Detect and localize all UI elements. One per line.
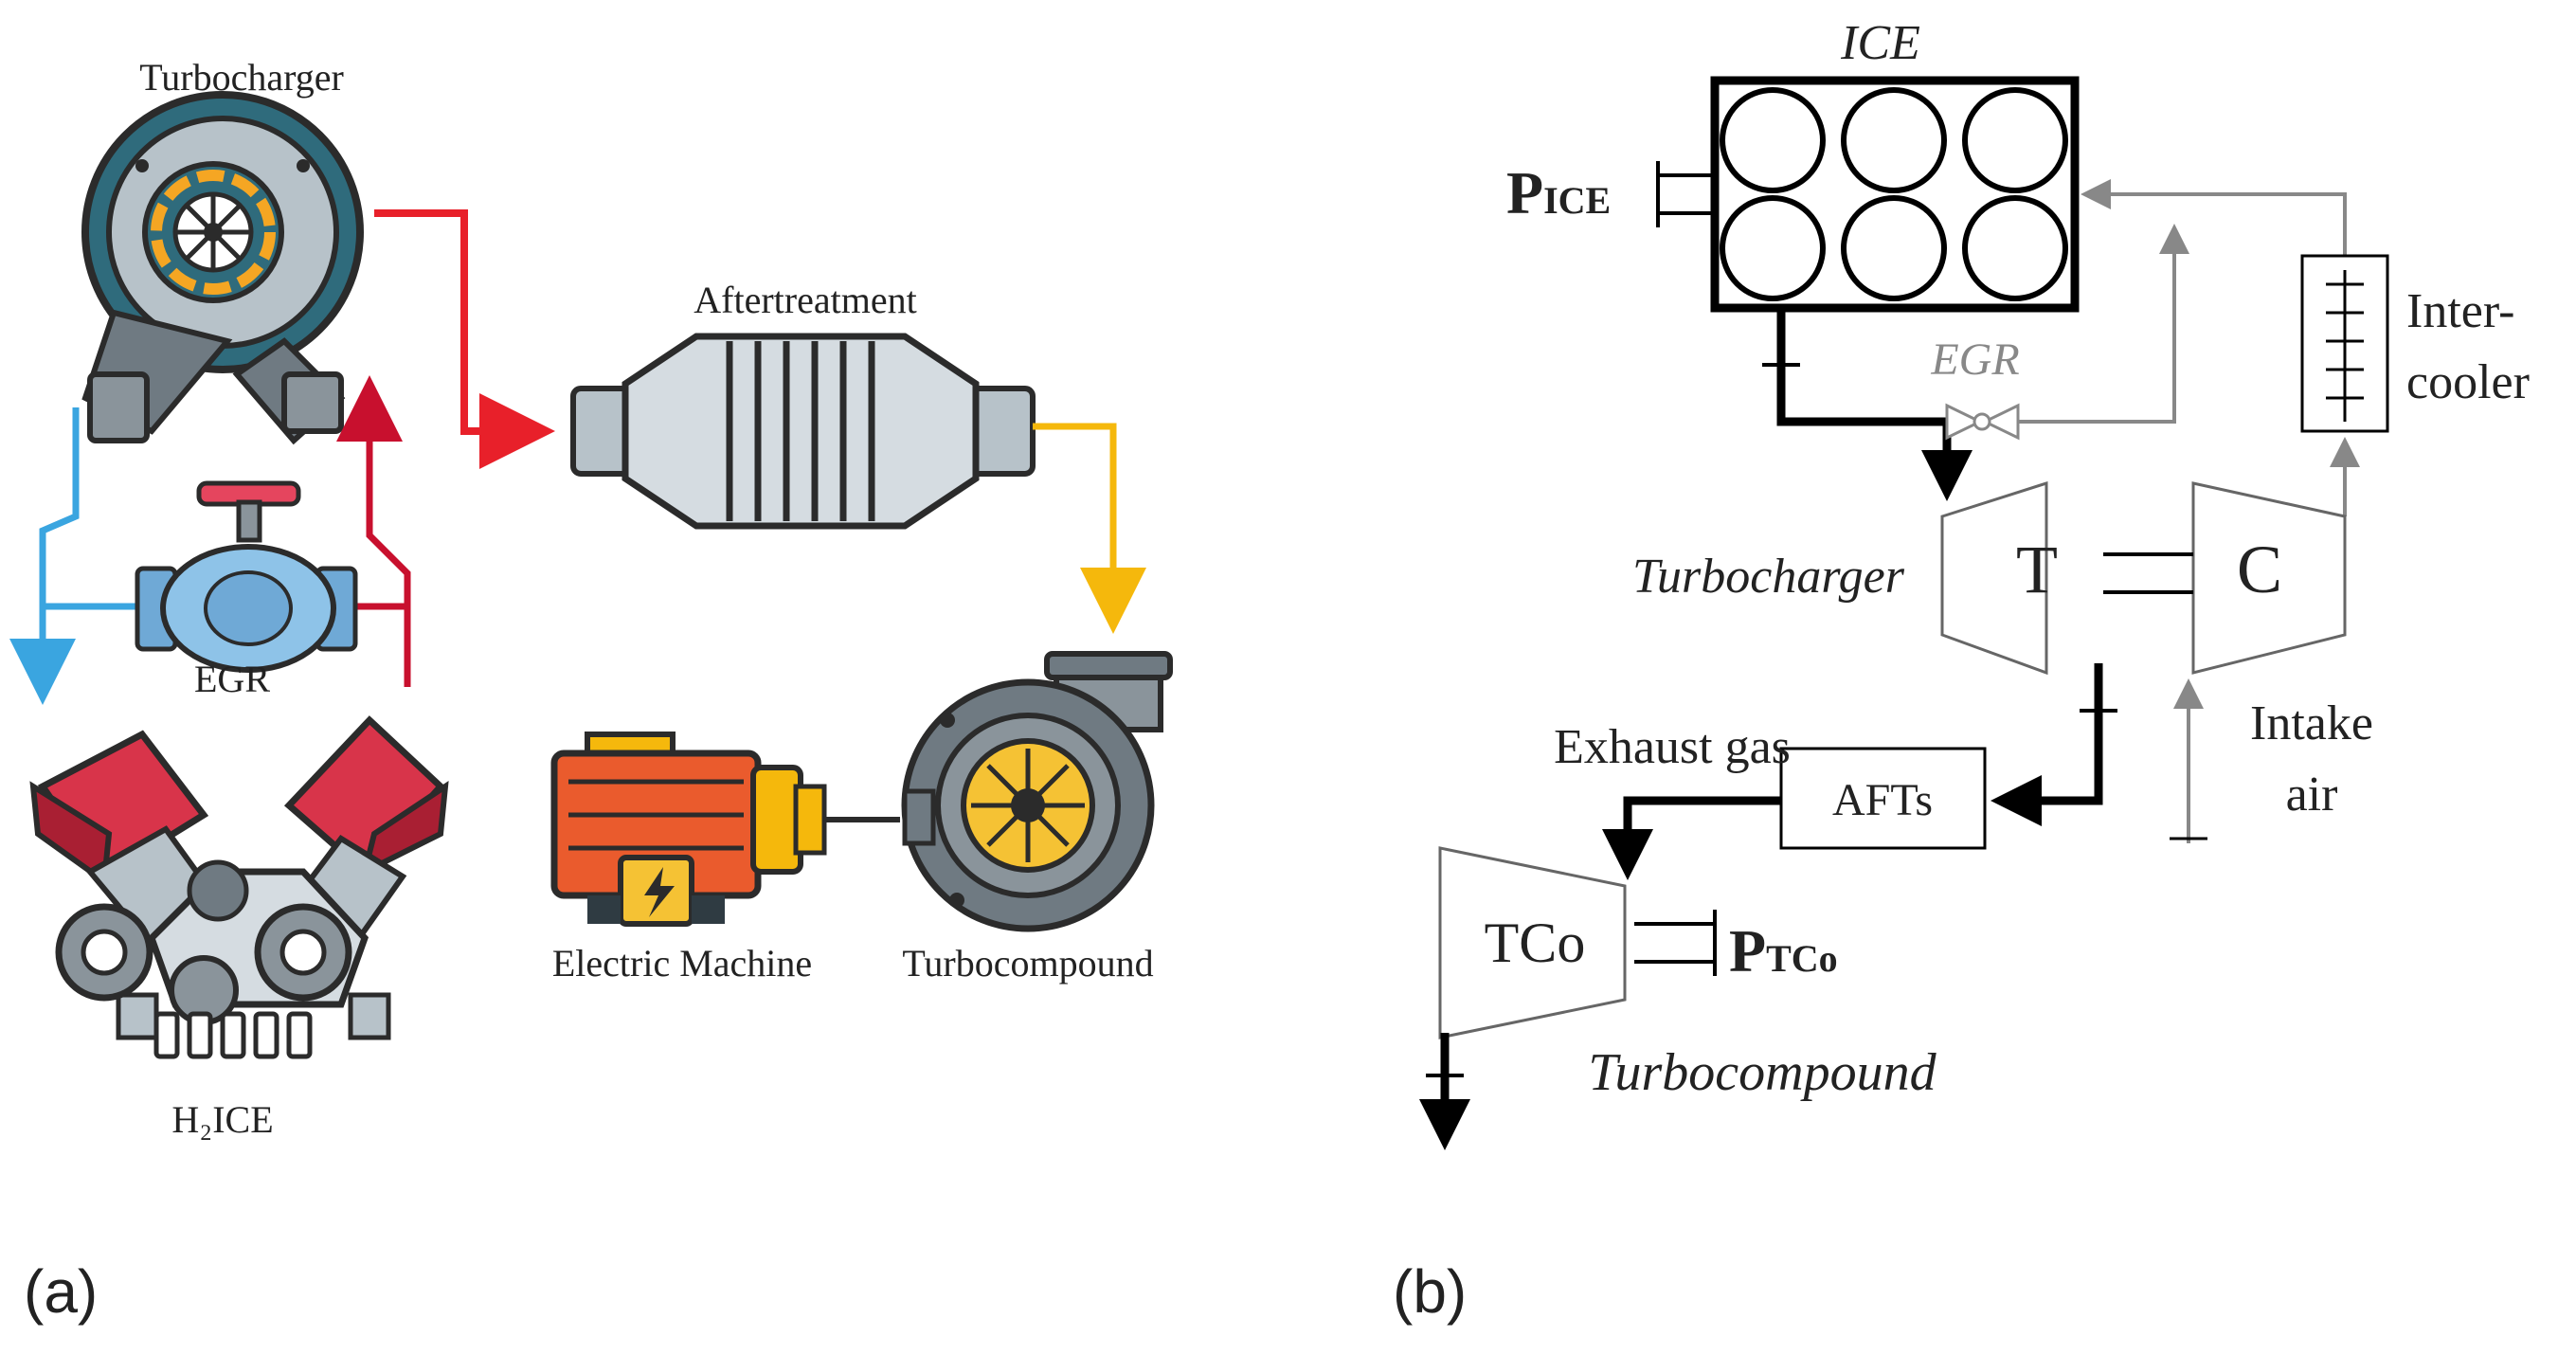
turbine-letter: T [2016,532,2058,607]
turbocompound-label-b: Turbocompound [1588,1043,1937,1102]
compressor-symbol [2191,481,2347,675]
aftertreatment-label: Aftertreatment [694,279,916,321]
ice-label: ICE [1840,16,1920,70]
afts-box [1779,747,1987,850]
cool-flow-line [9,407,80,705]
egr-valve-icon [135,480,358,673]
ice-to-turbine-line [1776,308,1973,501]
p-tco-main: P [1729,917,1766,985]
aftertreatment-icon [570,333,1036,530]
panel-b-label: (b) [1393,1257,1467,1326]
compressor-letter: C [2237,532,2282,607]
h2ice-label: H₂ICE [171,1098,273,1141]
panel-a: Turbocharger Aftertreatment [9,56,1173,1326]
panel-a-label: (a) [24,1257,98,1326]
exhaust-gas-label: Exhaust gas [1554,720,1791,774]
p-tco-label: PTCo [1729,917,1838,985]
turbo-to-aftertreatment-line [374,209,555,469]
electric-machine-icon [550,732,827,927]
turbine-symbol [1940,480,2048,676]
p-ice-main: P [1506,159,1543,226]
electric-machine-label: Electric Machine [552,942,812,985]
intercooler-to-ice-line [2081,179,2347,256]
turbine-to-afts-line [1991,663,2103,826]
egr-return-gray-line [2018,224,2189,424]
intercooler-label-line1: Inter- [2406,284,2514,338]
panel-b: ICE PICE EGR [1393,16,2530,1326]
ice-block [1710,76,2080,313]
intercooler-label-line2: cooler [2406,355,2530,409]
p-ice-sub: ICE [1543,179,1611,222]
p-tco-sub: TCo [1766,937,1838,980]
p-tco-shaft [1634,910,1717,976]
egr-return-line [336,375,411,687]
turbocharger-label: Turbocharger [139,56,344,99]
tco-label: TCo [1485,912,1586,974]
egr-label: EGR [194,658,270,700]
turbocharger-icon [81,91,364,445]
egr-label-b: EGR [1930,334,2019,385]
p-ice-shaft [1656,161,1715,227]
aftertreatment-to-turbocompound-line [1033,423,1146,634]
tco-symbol [1438,846,1627,1039]
p-ice-label: PICE [1506,159,1611,226]
afts-to-tco-line [1602,796,1781,880]
h2ice-engine-icon [29,715,449,1059]
afts-label: AFTs [1832,775,1933,825]
intake-label-line2: air [2286,768,2338,822]
tc-shaft [2103,552,2193,594]
egr-valve-symbol [1945,403,2020,441]
intake-label-line1: Intake [2250,696,2373,750]
turbocompound-icon [901,651,1173,932]
turbocharger-label-b: Turbocharger [1632,550,1905,604]
turbocompound-label-a: Turbocompound [902,942,1153,985]
intercooler-symbol [2300,254,2389,433]
